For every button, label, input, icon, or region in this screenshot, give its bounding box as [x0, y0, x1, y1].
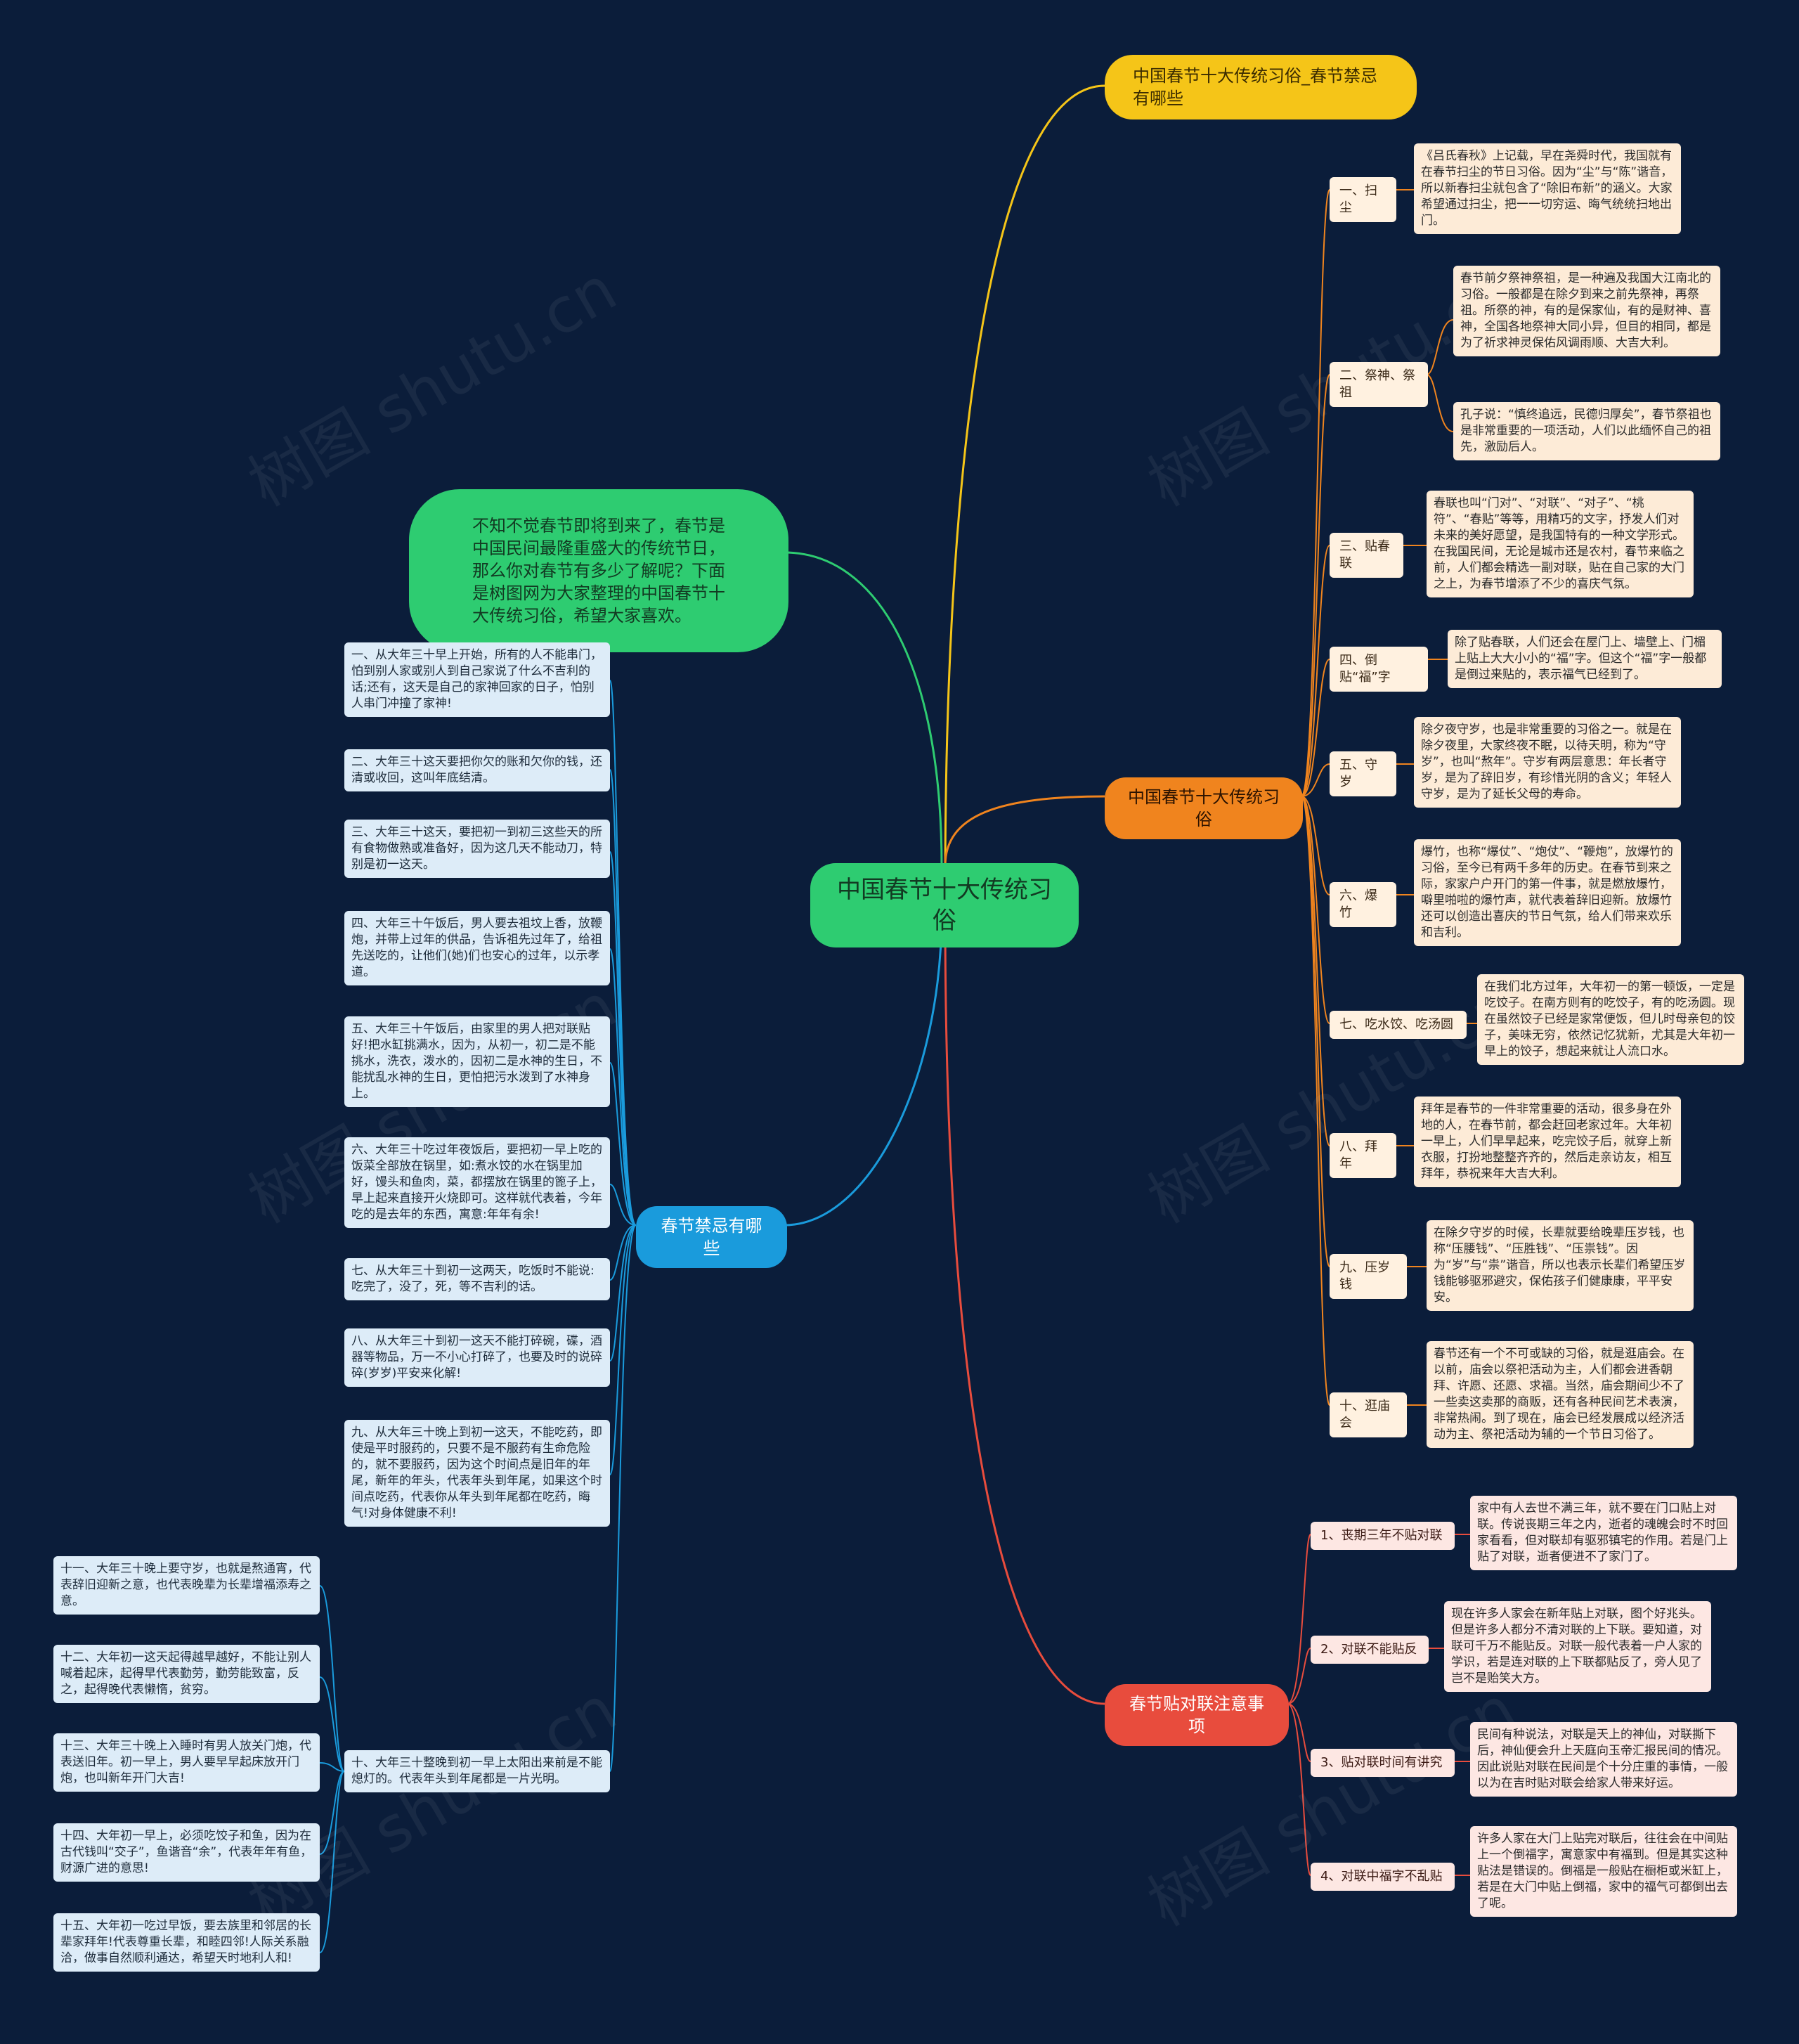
- custom-item[interactable]: 一、扫尘: [1330, 177, 1396, 222]
- custom-detail: 在除夕守岁的时候，长辈就要给晚辈压岁钱，也称“压腰钱”、“压胜钱”、“压祟钱”。…: [1427, 1220, 1694, 1311]
- custom-detail: 孔子说：“慎终追远，民德归厚矣”，春节祭祖也是非常重要的一项活动，人们以此缅怀自…: [1453, 402, 1720, 460]
- custom-detail: 在我们北方过年，大年初一的第一顿饭，一定是吃饺子。在南方则有的吃饺子，有的吃汤圆…: [1477, 974, 1744, 1065]
- taboo-item: 一、从大年三十早上开始，所有的人不能串门，怕到别人家或别人到自己家说了什么不吉利…: [344, 642, 610, 717]
- custom-item[interactable]: 六、爆竹: [1330, 882, 1396, 927]
- edge-root-taboos: [784, 913, 943, 1227]
- taboo-subitem: 十四、大年初一早上，必须吃饺子和鱼，因为在古代钱叫“交子”，鱼谐音“余”，代表年…: [53, 1823, 320, 1882]
- custom-detail: 爆竹，也称“爆仗”、“炮仗”、“鞭炮”，放爆竹的习俗，至今已有两千多年的历史。在…: [1414, 839, 1681, 946]
- taboo-item: 三、大年三十这天，要把初一到初三这些天的所有食物做熟或准备好，因为这几天不能动刀…: [344, 820, 610, 878]
- couplet-detail: 家中有人去世不满三年，就不要在门口贴上对联。传说丧期三年之内，逝者的魂魄会时不时…: [1470, 1496, 1737, 1570]
- custom-item[interactable]: 三、贴春联: [1330, 533, 1403, 578]
- root-node[interactable]: 中国春节十大传统习俗: [810, 863, 1079, 947]
- taboo-item: 七、从大年三十到初一这两天，吃饭时不能说:吃完了，没了，死，等不吉利的话。: [344, 1258, 610, 1300]
- custom-item[interactable]: 七、吃水饺、吃汤圆: [1330, 1011, 1467, 1039]
- couplet-item[interactable]: 1、丧期三年不贴对联: [1311, 1522, 1455, 1550]
- couplet-item[interactable]: 4、对联中福字不乱贴: [1311, 1863, 1455, 1891]
- custom-item[interactable]: 四、倒贴“福”字: [1330, 647, 1428, 692]
- custom-item[interactable]: 九、压岁钱: [1330, 1254, 1407, 1299]
- taboo-item: 五、大年三十午饭后，由家里的男人把对联贴好!把水缸挑满水，因为，从初一，初二是不…: [344, 1016, 610, 1107]
- couplets-branch-node[interactable]: 春节贴对联注意事项: [1105, 1684, 1289, 1746]
- taboo-subitem: 十三、大年三十晚上入睡时有男人放关门炮，代表送旧年。初一早上，男人要早早起床放开…: [53, 1733, 320, 1792]
- taboo-item: 六、大年三十吃过年夜饭后，要把初一早上吃的饭菜全部放在锅里，如:煮水饺的水在锅里…: [344, 1137, 610, 1228]
- edge-root-intro: [784, 551, 943, 867]
- custom-item[interactable]: 五、守岁: [1330, 751, 1396, 796]
- taboo-item: 八、从大年三十到初一这天不能打碎碗，碟，酒器等物品，万一不小心打碎了，也要及时的…: [344, 1328, 610, 1387]
- couplet-detail: 民间有种说法，对联是天上的神仙，对联撕下后，神仙便会升上天庭向玉帝汇报民间的情况…: [1470, 1722, 1737, 1797]
- customs-branch-node[interactable]: 中国春节十大传统习俗: [1105, 777, 1303, 839]
- edge-root-customs: [944, 795, 1105, 867]
- custom-item[interactable]: 十、逛庙会: [1330, 1392, 1407, 1437]
- edge-root-title: [944, 84, 1105, 888]
- custom-detail: 除夕夜守岁，也是非常重要的习俗之一。就是在除夕夜里，大家终夜不眠，以待天明，称为…: [1414, 717, 1681, 808]
- custom-item[interactable]: 二、祭神、祭祖: [1330, 362, 1428, 407]
- custom-detail: 春联也叫“门对”、“对联”、“对子”、“桃符”、“春贴”等等，用精巧的文字，抒发…: [1427, 491, 1694, 597]
- taboo-item: 二、大年三十这天要把你欠的账和欠你的钱，还清或收回，这叫年底结清。: [344, 749, 610, 791]
- custom-detail: 春节前夕祭神祭祖，是一种遍及我国大江南北的习俗。一般都是在除夕到来之前先祭神，再…: [1453, 266, 1720, 356]
- couplet-detail: 现在许多人家会在新年贴上对联，图个好兆头。但是许多人都分不清对联的上下联。要知道…: [1444, 1601, 1711, 1692]
- custom-detail: 春节还有一个不可或缺的习俗，就是逛庙会。在以前，庙会以祭祀活动为主，人们都会进香…: [1427, 1341, 1694, 1448]
- taboos-branch-node[interactable]: 春节禁忌有哪些: [636, 1206, 787, 1268]
- intro-branch-node[interactable]: 不知不觉春节即将到来了，春节是中国民间最隆重盛大的传统节日，那么你对春节有多少了…: [409, 489, 788, 652]
- title-branch-node[interactable]: 中国春节十大传统习俗_春节禁忌有哪些: [1105, 55, 1417, 119]
- taboo-item: 四、大年三十午饭后，男人要去祖坟上香，放鞭炮，并带上过年的供品，告诉祖先过年了，…: [344, 911, 610, 985]
- custom-item[interactable]: 八、拜年: [1330, 1133, 1396, 1178]
- custom-detail: 除了贴春联，人们还会在屋门上、墙壁上、门楣上贴上大大小小的“福”字。但这个“福”…: [1448, 630, 1722, 688]
- custom-detail: 《吕氏春秋》上记载，早在尧舜时代，我国就有在春节扫尘的节日习俗。因为“尘”与“陈…: [1414, 143, 1681, 234]
- taboo-item: 九、从大年三十晚上到初一这天，不能吃药，即使是平时服药的，只要不是不服药有生命危…: [344, 1420, 610, 1527]
- taboo-subitem: 十二、大年初一这天起得越早越好，不能让别人喊着起床，起得早代表勤劳，勤劳能致富，…: [53, 1645, 320, 1703]
- couplet-item[interactable]: 3、贴对联时间有讲究: [1311, 1749, 1455, 1777]
- custom-detail: 拜年是春节的一件非常重要的活动，很多身在外地的人，在春节前，都会赶回老家过年。大…: [1414, 1097, 1681, 1187]
- taboo-subitem: 十一、大年三十晚上要守岁，也就是熬通宵，代表辞旧迎新之意，也代表晚辈为长辈增福添…: [53, 1556, 320, 1615]
- couplet-item[interactable]: 2、对联不能贴反: [1311, 1636, 1429, 1664]
- edge-root-couplets: [944, 913, 1105, 1705]
- taboo-item-ten[interactable]: 十、大年三十整晚到初一早上太阳出来前是不能熄灯的。代表年头到年尾都是一片光明。: [344, 1750, 610, 1792]
- couplet-detail: 许多人家在大门上贴完对联后，往往会在中间贴上一个倒福字，寓意家中有福到。但是其实…: [1470, 1826, 1737, 1917]
- taboo-subitem: 十五、大年初一吃过早饭，要去族里和邻居的长辈家拜年!代表尊重长辈，和睦四邻!人际…: [53, 1913, 320, 1972]
